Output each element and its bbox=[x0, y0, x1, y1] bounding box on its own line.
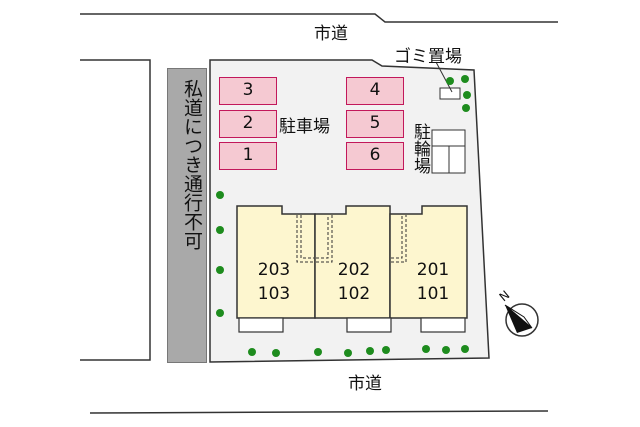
bike-parking-label: 駐輪場 bbox=[410, 123, 430, 174]
stair-outline bbox=[391, 215, 407, 263]
tree bbox=[314, 348, 322, 356]
parking-space-3: 3 bbox=[219, 77, 277, 105]
entrance-box bbox=[346, 317, 392, 333]
stair-outline bbox=[296, 215, 314, 263]
private-road: 私道につき通行不可 bbox=[167, 68, 207, 363]
unit-number-103: 103 bbox=[257, 284, 291, 304]
tree bbox=[366, 347, 374, 355]
tree bbox=[216, 309, 224, 317]
tree bbox=[216, 226, 224, 234]
tree bbox=[382, 346, 390, 354]
trees bbox=[216, 75, 471, 357]
tree bbox=[216, 266, 224, 274]
unit-number-202: 202 bbox=[337, 260, 371, 280]
parking-label: 駐車場 bbox=[279, 117, 330, 137]
unit-label-left: 203 103 bbox=[244, 258, 304, 306]
tree bbox=[272, 349, 280, 357]
left-road-line bbox=[80, 59, 151, 361]
unit-label-right: 201 101 bbox=[403, 258, 463, 306]
bottom-road-label: 市道 bbox=[348, 374, 382, 394]
unit-202-102 bbox=[314, 205, 391, 319]
unit-number-102: 102 bbox=[337, 284, 371, 304]
tree bbox=[461, 345, 469, 353]
top-road-label: 市道 bbox=[314, 24, 348, 44]
private-road-label: 私道につき通行不可 bbox=[181, 79, 203, 250]
tree bbox=[442, 346, 450, 354]
garbage-leader-line bbox=[435, 61, 453, 93]
parking-space-4: 4 bbox=[346, 77, 404, 105]
unit-number-203: 203 bbox=[257, 260, 291, 280]
entrance-box bbox=[238, 317, 284, 333]
garbage-station bbox=[439, 87, 461, 100]
tree bbox=[216, 191, 224, 199]
bottom-road-line bbox=[89, 410, 549, 414]
tree bbox=[461, 75, 469, 83]
top-road-line bbox=[80, 13, 558, 23]
parking-space-1: 1 bbox=[219, 142, 277, 170]
parking-space-6: 6 bbox=[346, 142, 404, 170]
tree bbox=[422, 345, 430, 353]
unit-number-101: 101 bbox=[416, 284, 450, 304]
tree bbox=[463, 91, 471, 99]
entrance-box bbox=[420, 317, 466, 333]
unit-number-201: 201 bbox=[416, 260, 450, 280]
building-units bbox=[236, 205, 468, 333]
unit-label-center: 202 102 bbox=[324, 258, 384, 306]
stair-outline bbox=[316, 215, 333, 263]
parking-space-5: 5 bbox=[346, 110, 404, 138]
parking-space-2: 2 bbox=[219, 110, 277, 138]
tree bbox=[446, 77, 454, 85]
compass-icon bbox=[504, 303, 539, 337]
tree bbox=[462, 104, 470, 112]
tree bbox=[248, 348, 256, 356]
garbage-label: ゴミ置場 bbox=[394, 47, 462, 67]
tree bbox=[344, 349, 352, 357]
